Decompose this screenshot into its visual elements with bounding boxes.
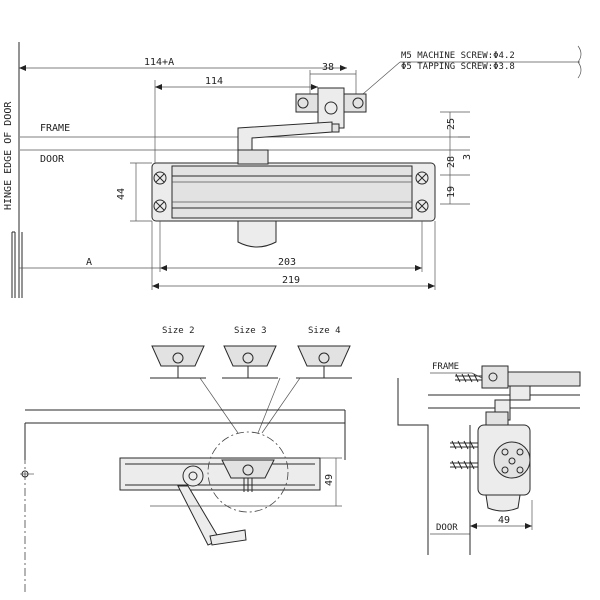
door-side-label: DOOR <box>436 523 458 533</box>
closer-body <box>151 149 436 248</box>
bracket-size-2 <box>150 345 206 379</box>
hinge-edge-label: HINGE EDGE OF DOOR <box>3 101 14 210</box>
arm-bracket <box>295 87 367 133</box>
front-view: 49 <box>20 409 346 595</box>
dim-19: 19 <box>446 186 457 198</box>
size-2-label: Size 2 <box>162 326 195 336</box>
hinge-detail <box>11 231 23 298</box>
frame-label: FRAME <box>40 123 70 134</box>
tapping-screw-note: Φ5 TAPPING SCREW:Φ3.8 <box>401 62 515 72</box>
side-arm <box>507 371 581 387</box>
bracket-size-4 <box>296 345 352 379</box>
detail-circle <box>207 431 289 513</box>
frame-bracket <box>481 365 509 389</box>
dim-38: 38 <box>322 62 334 73</box>
door-label: DOOR <box>40 154 65 165</box>
bracket-size-3 <box>222 345 278 379</box>
screw-bracket <box>577 45 582 79</box>
mount-screw-left-top <box>153 171 167 185</box>
mount-screw-right-bottom <box>415 199 429 213</box>
dim-114: 114 <box>205 76 223 87</box>
size-4-label: Size 4 <box>308 326 341 336</box>
size-options: Size 2 Size 3 Size 4 <box>150 326 352 434</box>
dim-49-side: 49 <box>498 515 510 526</box>
machine-screw-note: M5 MACHINE SCREW:Φ4.2 <box>401 51 515 61</box>
top-view: HINGE EDGE OF DOOR FRAME DOOR 114+A 114 … <box>3 42 582 298</box>
dim-3: 3 <box>462 154 473 160</box>
dim-203: 203 <box>278 257 296 268</box>
dim-114a: 114+A <box>144 57 174 68</box>
dim-a: A <box>86 257 92 268</box>
size-3-label: Size 3 <box>234 326 267 336</box>
dim-25: 25 <box>446 118 457 130</box>
closer-body-side <box>477 411 531 512</box>
frame-side-label: FRAME <box>432 362 459 372</box>
side-view: FRAME DOOR <box>397 362 581 555</box>
mount-screw-right-top <box>415 171 429 185</box>
mount-screw-left-bottom <box>153 199 167 213</box>
dim-49-front: 49 <box>324 474 335 486</box>
dim-219: 219 <box>282 275 300 286</box>
dim-28: 28 <box>446 156 457 168</box>
dim-44: 44 <box>116 188 127 200</box>
